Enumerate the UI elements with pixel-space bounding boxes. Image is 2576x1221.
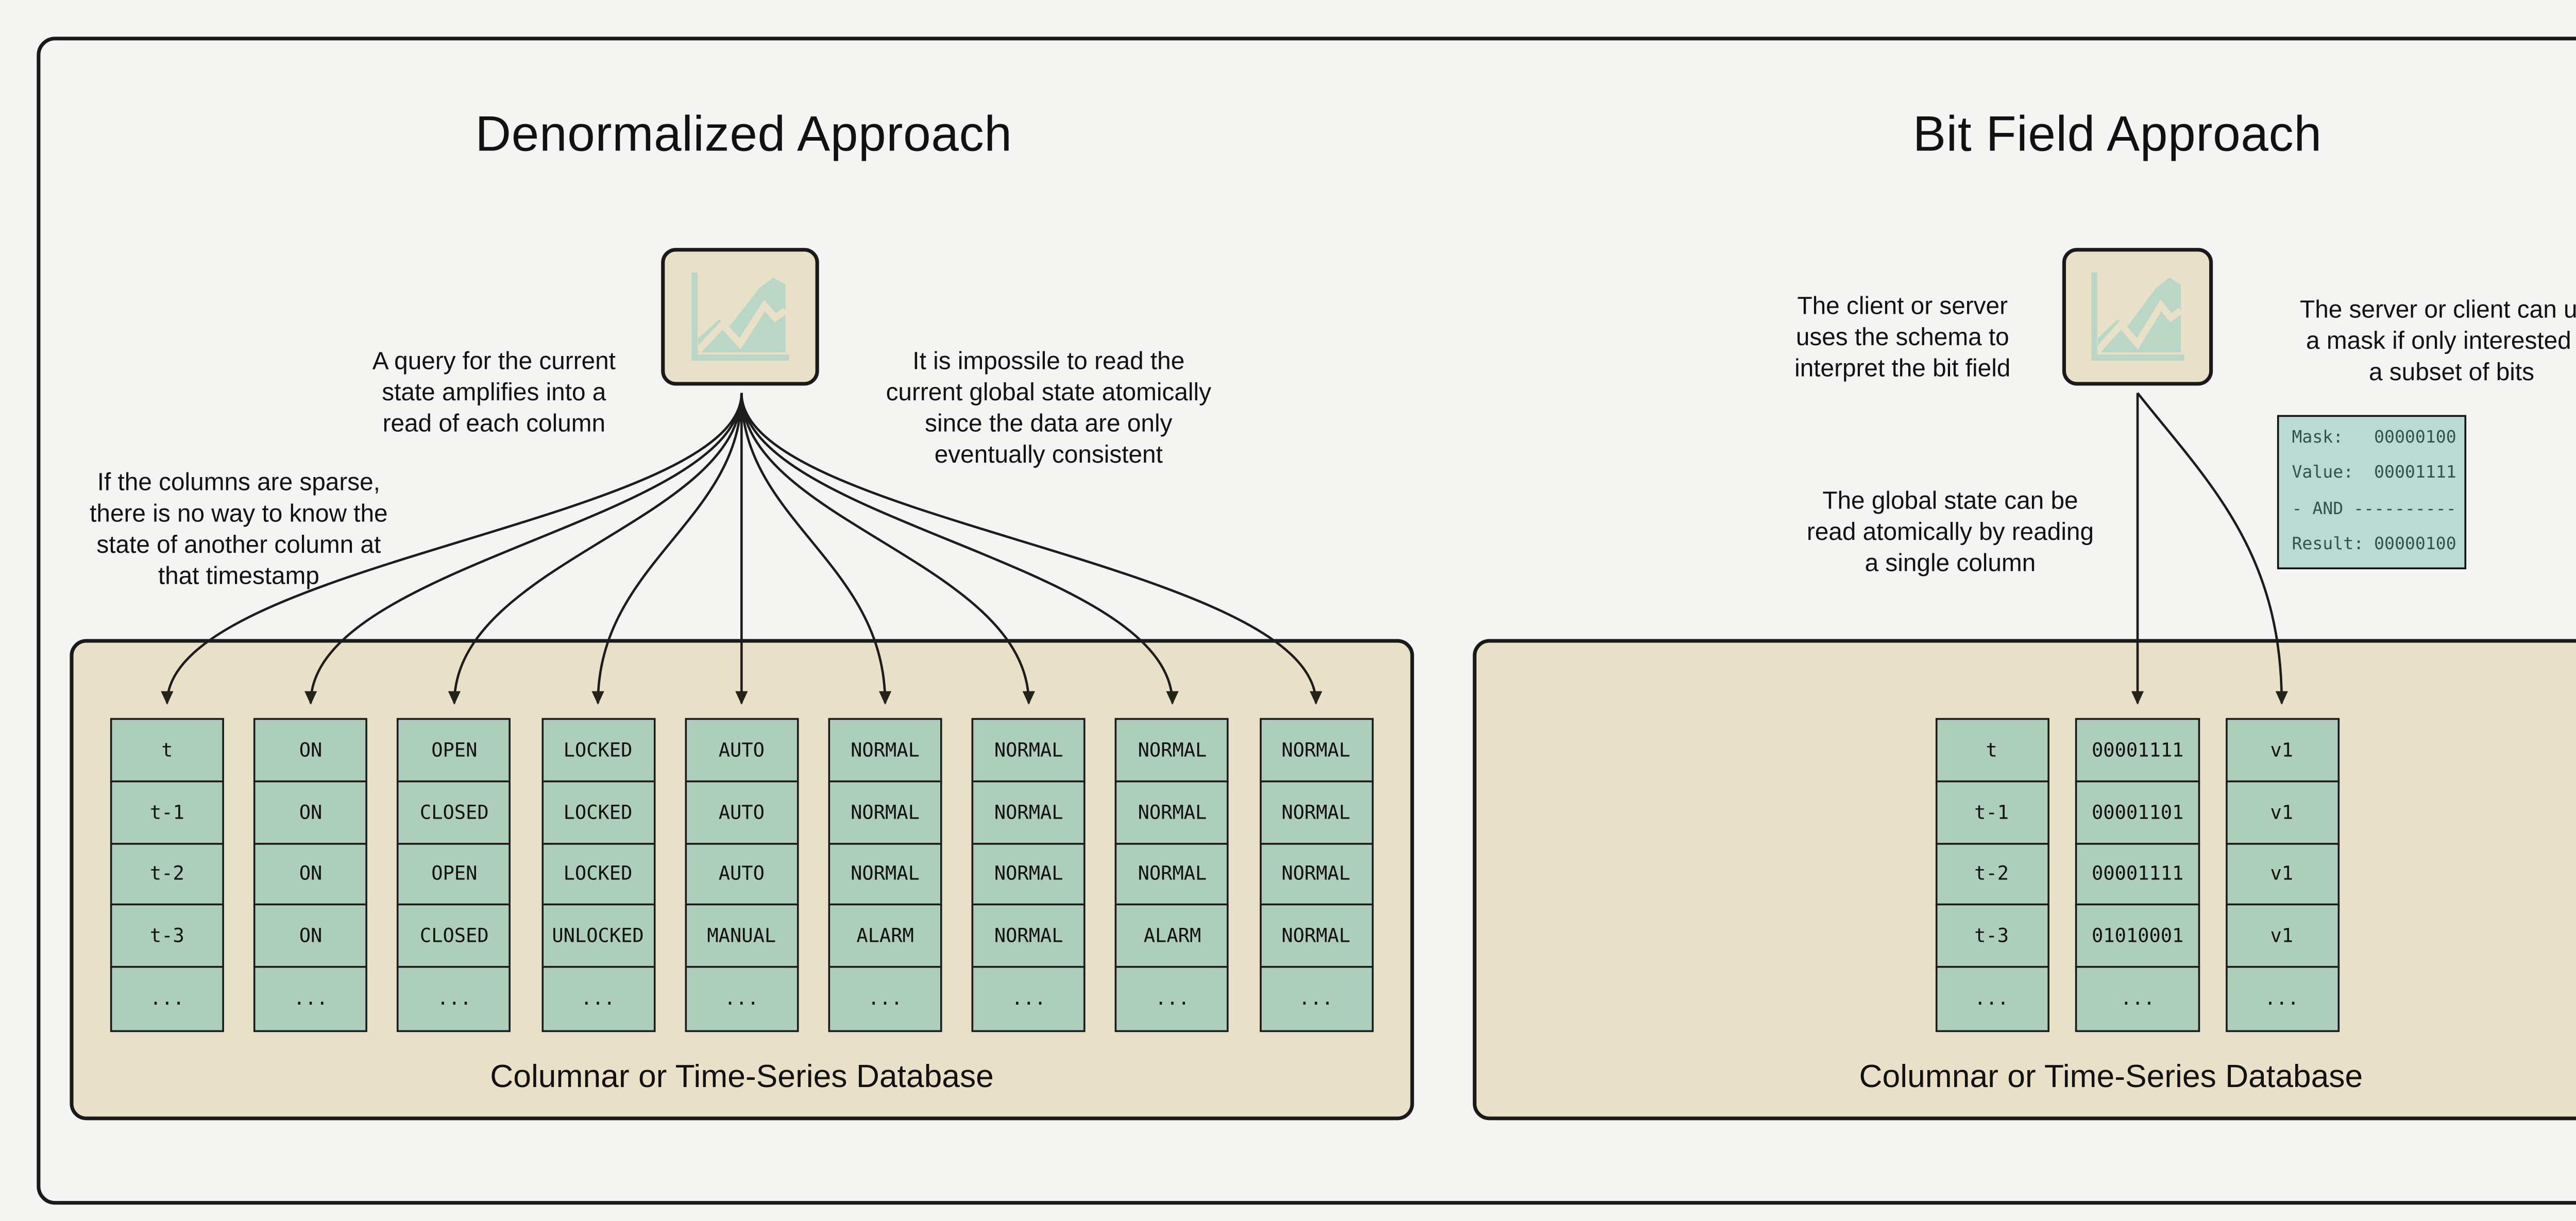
area-chart-icon — [2062, 248, 2213, 386]
table-cell: ALARM — [828, 904, 942, 970]
table-cell: 00001111 — [2075, 718, 2201, 784]
table-cell: UNLOCKED — [541, 904, 655, 970]
table-cell: NORMAL — [972, 904, 1086, 970]
table-cell: OPEN — [397, 842, 512, 908]
table-cell: t-3 — [1935, 904, 2049, 970]
table-cell: AUTO — [684, 842, 799, 908]
table-cell: NORMAL — [1259, 780, 1373, 845]
table-cell: NORMAL — [828, 718, 942, 784]
table-cell: ... — [110, 966, 224, 1032]
table-cell: 00001111 — [2075, 842, 2201, 908]
table-cell: ON — [253, 842, 368, 908]
table-cell: v1 — [2225, 718, 2339, 784]
table-cell: NORMAL — [1259, 718, 1373, 784]
mask-computation-box: Mask: 00000100 Value: 00001111 - AND ---… — [2277, 415, 2467, 569]
right-note-client-schema: The client or server uses the schema to … — [1794, 292, 2011, 382]
left-note-query-amplifies: A query for the current state amplifies … — [372, 347, 616, 437]
left-note-atomic-read: It is impossile to read the current glob… — [886, 347, 1211, 468]
table-cell: LOCKED — [541, 780, 655, 845]
area-chart-icon-graphic — [691, 272, 789, 361]
table-cell: t — [110, 718, 224, 784]
left-section-title: Denormalized Approach — [475, 106, 1012, 162]
table-cell: ... — [1115, 966, 1230, 1032]
right-note-mask-subset: The server or client can use a mask if o… — [2300, 295, 2576, 386]
table-cell: t-1 — [110, 780, 224, 845]
outer-frame — [37, 37, 2576, 1205]
table-cell: NORMAL — [1115, 718, 1230, 784]
table-cell: v1 — [2225, 780, 2339, 845]
area-chart-icon — [661, 248, 819, 386]
table-cell: ... — [541, 966, 655, 1032]
table-cell: NORMAL — [1259, 904, 1373, 970]
table-cell: ON — [253, 904, 368, 970]
table-cell: ... — [1935, 966, 2049, 1032]
table-cell: ON — [253, 780, 368, 845]
table-cell: ... — [2225, 966, 2339, 1032]
table-cell: ... — [972, 966, 1086, 1032]
table-cell: AUTO — [684, 718, 799, 784]
table-cell: NORMAL — [972, 780, 1086, 845]
table-cell: t-3 — [110, 904, 224, 970]
table-cell: ... — [397, 966, 512, 1032]
table-cell: t-2 — [1935, 842, 2049, 908]
table-cell: CLOSED — [397, 780, 512, 845]
table-cell: 01010001 — [2075, 904, 2201, 970]
table-cell: MANUAL — [684, 904, 799, 970]
table-cell: NORMAL — [828, 780, 942, 845]
table-cell: v1 — [2225, 842, 2339, 908]
table-cell: NORMAL — [1259, 842, 1373, 908]
right-section-title: Bit Field Approach — [1912, 106, 2322, 162]
table-cell: NORMAL — [828, 842, 942, 908]
area-chart-icon-graphic — [2091, 272, 2184, 361]
left-note-sparse-columns: If the columns are sparse, there is no w… — [90, 468, 388, 590]
table-cell: t-1 — [1935, 780, 2049, 845]
table-cell: v1 — [2225, 904, 2339, 970]
table-cell: ALARM — [1115, 904, 1230, 970]
table-cell: ... — [253, 966, 368, 1032]
table-cell: LOCKED — [541, 842, 655, 908]
table-cell: NORMAL — [1115, 842, 1230, 908]
table-cell: LOCKED — [541, 718, 655, 784]
table-cell: t — [1935, 718, 2049, 784]
table-cell: NORMAL — [1115, 780, 1230, 845]
left-database-label: Columnar or Time-Series Database — [490, 1058, 994, 1095]
table-cell: AUTO — [684, 780, 799, 845]
table-cell: NORMAL — [972, 842, 1086, 908]
table-cell: t-2 — [110, 842, 224, 908]
table-cell: ... — [2075, 966, 2201, 1032]
table-cell: ... — [684, 966, 799, 1032]
right-note-atomic-single-column: The global state can be read atomically … — [1806, 486, 2094, 577]
table-cell: NORMAL — [972, 718, 1086, 784]
table-cell: CLOSED — [397, 904, 512, 970]
table-cell: OPEN — [397, 718, 512, 784]
table-cell: 00001101 — [2075, 780, 2201, 845]
table-cell: ... — [828, 966, 942, 1032]
right-database-label: Columnar or Time-Series Database — [1859, 1058, 2363, 1095]
table-cell: ... — [1259, 966, 1373, 1032]
table-cell: ON — [253, 718, 368, 784]
